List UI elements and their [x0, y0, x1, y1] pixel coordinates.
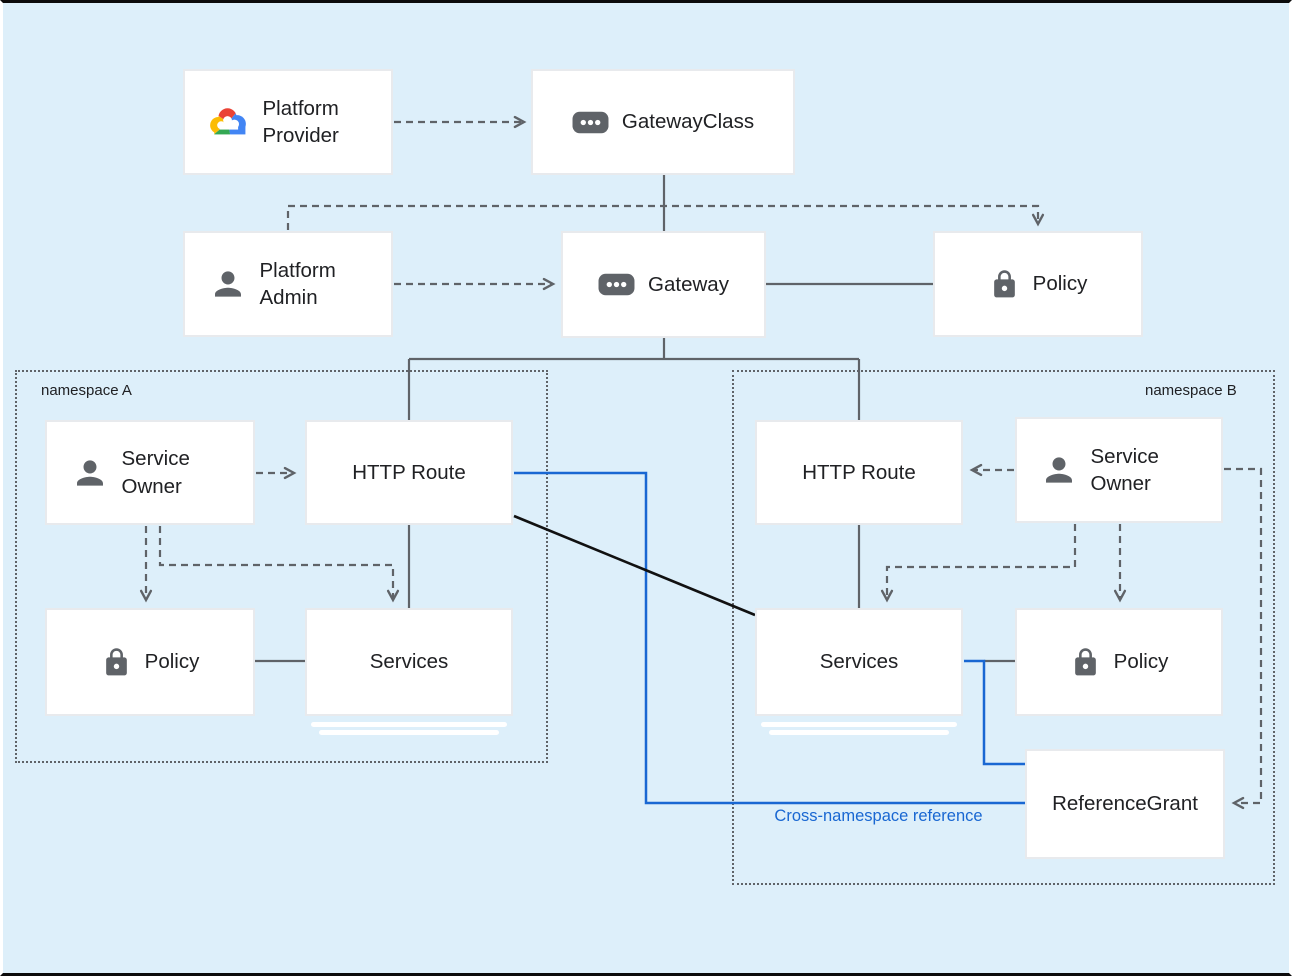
- person-icon: [71, 454, 109, 492]
- node-http-route-a: HTTP Route: [305, 420, 513, 525]
- lock-icon: [989, 269, 1020, 300]
- node-reference-grant: ReferenceGrant: [1025, 749, 1225, 859]
- services-stack-line: [311, 722, 507, 727]
- edge-admin-to-policy: [286, 204, 1045, 230]
- google-cloud-logo-icon: [205, 103, 250, 141]
- node-label: Policy: [144, 650, 200, 674]
- cross-namespace-reference-label: Cross-namespace reference: [774, 807, 983, 825]
- node-label: Service Owner: [121, 447, 190, 498]
- node-policy-cluster: Policy: [933, 231, 1143, 337]
- node-label: HTTP Route: [352, 460, 466, 484]
- node-service-owner-a: Service Owner: [45, 420, 255, 525]
- node-gateway: Gateway: [561, 231, 766, 338]
- namespace-a-label: namespace A: [41, 382, 132, 399]
- node-service-owner-b: Service Owner: [1015, 417, 1223, 523]
- namespace-b-label: namespace B: [1145, 382, 1237, 399]
- node-platform-provider: Platform Provider: [183, 69, 393, 175]
- node-label: HTTP Route: [802, 460, 916, 484]
- node-label: Services: [369, 650, 449, 674]
- node-label: ReferenceGrant: [1052, 792, 1198, 816]
- node-label: Services: [819, 650, 899, 674]
- edge-httproute-a-to-services-b-black: [513, 514, 756, 617]
- node-http-route-b: HTTP Route: [755, 420, 963, 525]
- node-label: Policy: [1032, 272, 1088, 296]
- node-gateway-class: GatewayClass: [531, 69, 795, 175]
- node-label: Platform Provider: [262, 96, 339, 147]
- node-label: GatewayClass: [621, 110, 755, 134]
- node-policy-a: Policy: [45, 608, 255, 716]
- person-icon: [1040, 451, 1078, 489]
- services-stack-line: [761, 722, 957, 727]
- node-label: Policy: [1113, 650, 1169, 674]
- node-services-b: Services: [755, 608, 963, 716]
- person-icon: [209, 265, 247, 303]
- node-label: Gateway: [648, 272, 729, 296]
- api-resource-icon: [572, 110, 609, 135]
- node-label: Platform Admin: [259, 258, 336, 309]
- node-services-a: Services: [305, 608, 513, 716]
- node-label: Service Owner: [1090, 444, 1159, 495]
- services-stack-line: [769, 730, 949, 735]
- lock-icon: [101, 647, 132, 678]
- node-platform-admin: Platform Admin: [183, 231, 393, 337]
- services-stack-line: [319, 730, 499, 735]
- lock-icon: [1070, 647, 1101, 678]
- node-policy-b: Policy: [1015, 608, 1223, 716]
- api-resource-icon: [598, 272, 635, 297]
